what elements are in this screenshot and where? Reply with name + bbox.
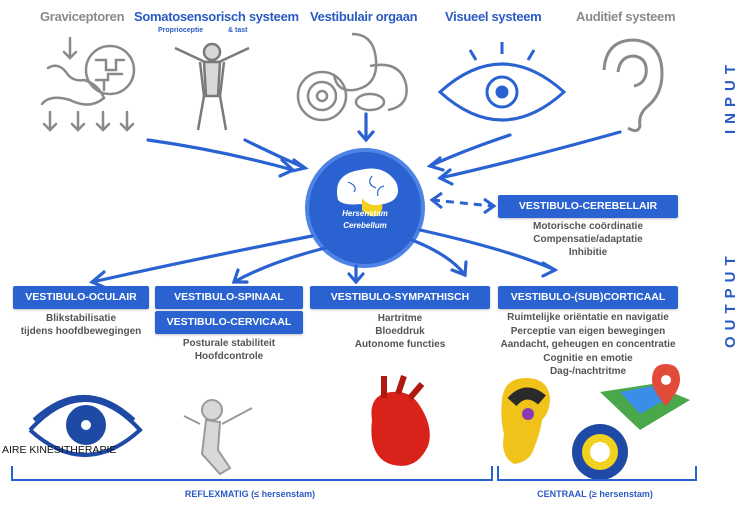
box-vestibulo-spinaal: VESTIBULO-SPINAAL bbox=[155, 286, 303, 309]
corticaal-line-5: Dag-/nachtritme bbox=[549, 366, 627, 377]
desc-sympathisch: Hartritme Bloeddruk Autonome functies bbox=[310, 312, 490, 351]
input-title-vestibulair: Vestibulair orgaan bbox=[310, 9, 418, 24]
desc-cerebellair: Motorische coördinatie Compensatie/adapt… bbox=[494, 220, 682, 259]
box-vestibulo-cerebellair: VESTIBULO-CEREBELLAIR bbox=[498, 195, 678, 218]
heart-icon bbox=[371, 375, 430, 466]
input-title-somatosensorisch: Somatosensorisch systeem bbox=[134, 9, 299, 24]
cerebellair-line-2: Compensatie/adaptatie bbox=[533, 234, 643, 245]
gravity-receptor-icon bbox=[40, 36, 136, 132]
desc-cervicaal: Posturale stabiliteit Hoofdcontrole bbox=[155, 337, 303, 363]
oculair-line-2: tijdens hoofdbewegingen bbox=[20, 326, 142, 337]
cerebellair-line-3: Inhibitie bbox=[568, 247, 608, 258]
desc-oculair: Blikstabilisatie tijdens hoofdbewegingen bbox=[6, 312, 156, 338]
bottom-brackets bbox=[11, 466, 697, 481]
input-title-auditief: Auditief systeem bbox=[576, 9, 676, 24]
central-label: CENTRAAL (≥ hersenstam) bbox=[537, 489, 653, 499]
corticaal-line-2: Perceptie van eigen bewegingen bbox=[510, 325, 666, 337]
eye-icon bbox=[437, 42, 567, 122]
desc-corticaal: Ruimtelijke oriëntatie en navigatie Perc… bbox=[486, 311, 690, 379]
dashed-arrow bbox=[429, 191, 497, 215]
cervicaal-line-2: Hoofdcontrole bbox=[194, 351, 264, 362]
box-vestibulo-sympathisch: VESTIBULO-SYMPATHISCH bbox=[310, 286, 490, 309]
input-sub-proprioceptie: Proprioceptie bbox=[158, 27, 204, 34]
corticaal-line-4: Cognitie en emotie bbox=[543, 352, 633, 364]
corticaal-line-1: Ruimtelijke oriëntatie en navigatie bbox=[507, 312, 669, 323]
sympathisch-line-3: Autonome functies bbox=[354, 339, 446, 350]
box-vestibulo-subcorticaal: VESTIBULO-(SUB)CORTICAAL bbox=[498, 286, 678, 309]
input-arrows bbox=[146, 112, 622, 186]
body-figure-icon bbox=[174, 42, 250, 131]
input-title-graviceptoren: Graviceptoren bbox=[40, 9, 125, 24]
sympathisch-line-2: Bloeddruk bbox=[375, 326, 425, 337]
sympathisch-line-1: Hartritme bbox=[377, 313, 423, 324]
box-vestibulo-cervicaal: VESTIBULO-CERVICAAL bbox=[155, 311, 303, 334]
oculair-line-1: Blikstabilisatie bbox=[45, 313, 117, 324]
brain-icon bbox=[336, 168, 398, 217]
ear-icon bbox=[602, 38, 664, 133]
map-icon bbox=[600, 364, 690, 430]
reflex-label: REFLEXMATIG (≤ hersenstam) bbox=[184, 489, 316, 499]
clock-icon bbox=[572, 424, 628, 480]
logo-text: AIRE KINESITHERAPIE bbox=[2, 444, 117, 456]
figure-icon bbox=[183, 399, 253, 476]
eye-logo-icon bbox=[28, 395, 143, 457]
input-title-visueel: Visueel systeem bbox=[445, 9, 542, 24]
input-sub-tast: & tast bbox=[228, 27, 248, 34]
cerebellair-line-1: Motorische coördinatie bbox=[532, 221, 643, 232]
output-arrows bbox=[88, 228, 559, 290]
corticaal-line-3: Aandacht, geheugen en concentratie bbox=[500, 339, 676, 350]
brain-head-icon bbox=[501, 378, 550, 464]
center-label: Hersenstam Cerebellum bbox=[320, 208, 410, 232]
center-line-hersenstam: Hersenstam bbox=[342, 209, 388, 218]
box-vestibulo-oculair: VESTIBULO-OCULAIR bbox=[13, 286, 149, 309]
inner-ear-icon bbox=[296, 32, 408, 122]
center-line-cerebellum: Cerebellum bbox=[343, 221, 387, 230]
cervicaal-line-1: Posturale stabiliteit bbox=[182, 338, 276, 349]
